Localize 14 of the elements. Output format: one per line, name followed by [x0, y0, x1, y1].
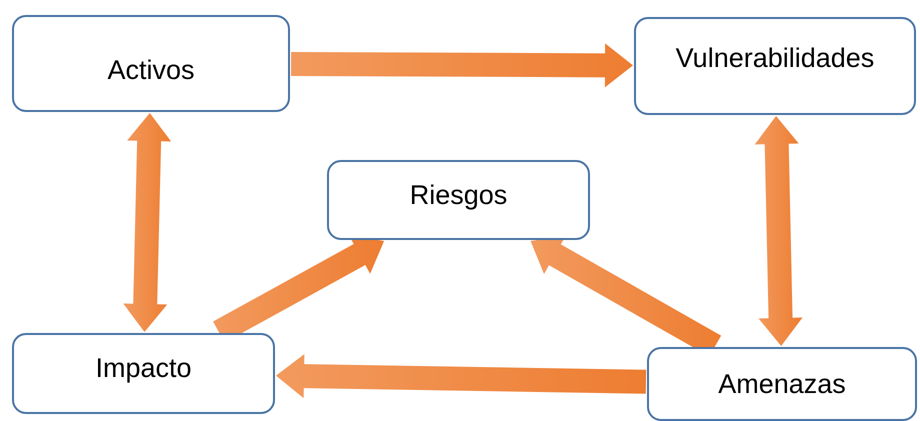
process-box: [12, 15, 290, 112]
process-box: [12, 333, 275, 414]
process-box: [327, 160, 590, 240]
block-arrow: [276, 354, 646, 398]
process-box: [634, 17, 916, 115]
node-label: Activos: [107, 55, 195, 87]
node-label: Vulnerabilidades: [676, 43, 874, 75]
node-label: Riesgos: [410, 180, 508, 212]
block-arrow: [754, 116, 803, 346]
node-label: Impacto: [95, 353, 192, 385]
node-label: Amenazas: [718, 369, 846, 401]
block-arrow: [123, 113, 172, 332]
process-box: [647, 347, 917, 421]
block-arrow: [290, 43, 633, 88]
